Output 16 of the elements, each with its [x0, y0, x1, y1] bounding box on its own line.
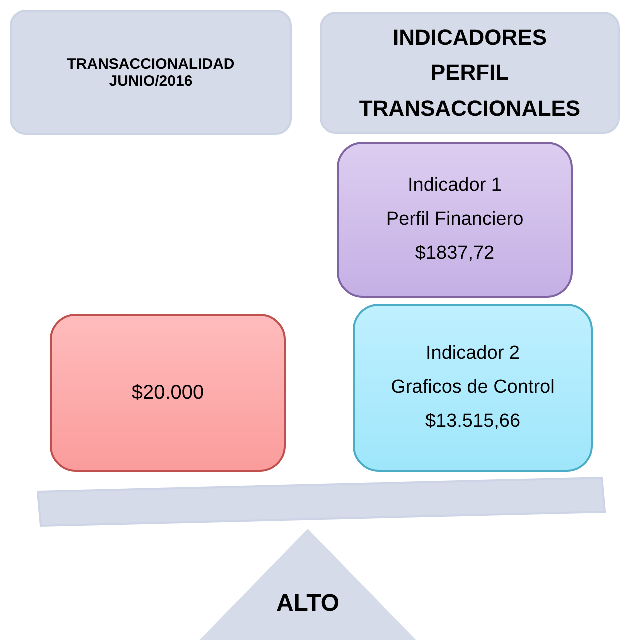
fulcrum-triangle: [200, 529, 416, 640]
fulcrum-label: ALTO: [276, 590, 340, 618]
indicator-name: Graficos de Control: [391, 377, 555, 399]
indicator-value: $13.515,66: [425, 411, 521, 433]
heading-box: [320, 12, 620, 134]
heading-text: TRANSACCIONALIDAD JUNIO/2016: [66, 56, 236, 90]
value-card: [50, 314, 286, 472]
heading-text: INDICADORES PERFIL TRANSACCIONALES: [358, 24, 582, 123]
indicator-value: $1837,72: [415, 243, 495, 265]
amount-value: $20.000: [132, 382, 204, 404]
indicator-card: [353, 304, 593, 472]
indicator-title: Indicador 1: [408, 175, 502, 197]
indicator-card: [337, 142, 573, 298]
indicator-title: Indicador 2: [426, 343, 520, 365]
indicator-name: Perfil Financiero: [386, 209, 524, 231]
heading-box: [10, 10, 292, 135]
